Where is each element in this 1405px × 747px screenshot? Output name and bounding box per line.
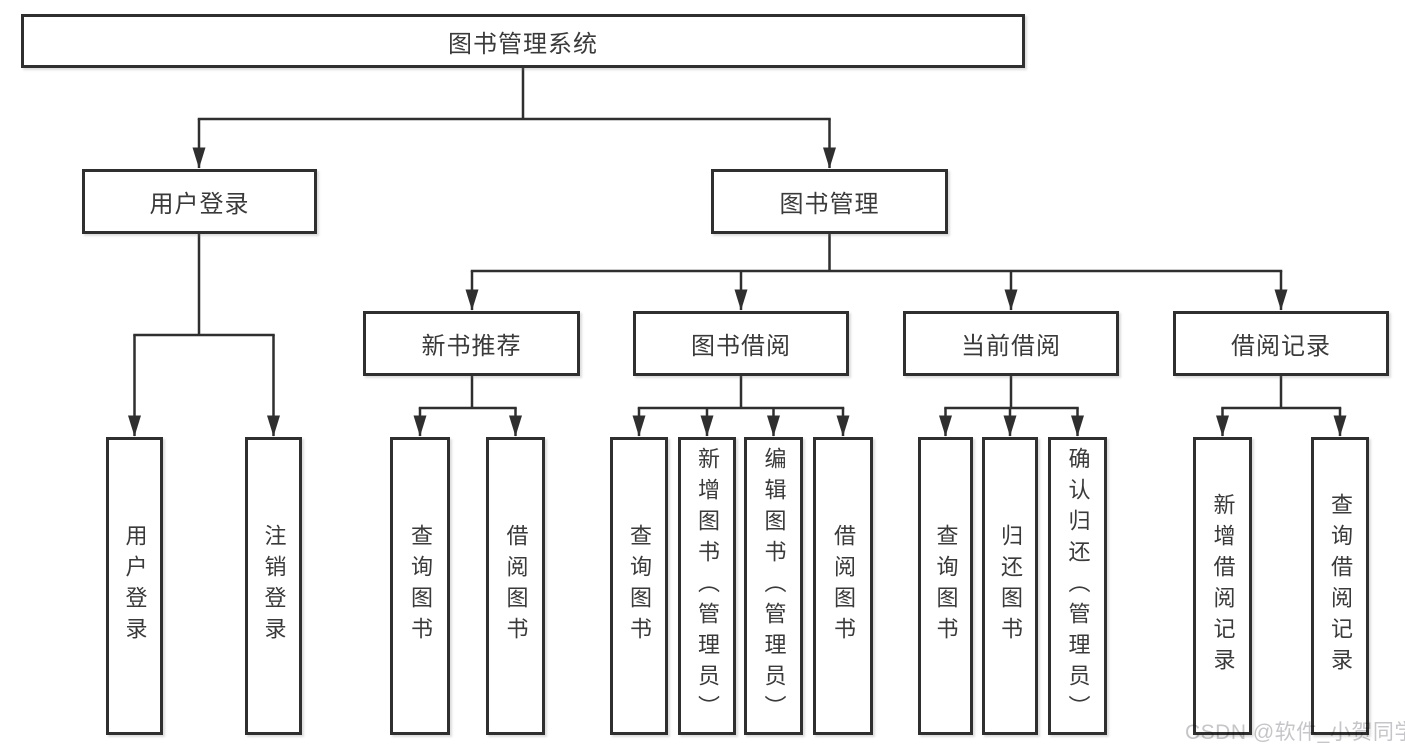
leaf-confirm-return-admin: 确认归还（管理员）	[1048, 437, 1107, 735]
node-current-borrowing: 当前借阅	[903, 311, 1119, 376]
leaf-borrow-books: 借阅图书	[813, 437, 873, 735]
leaf-logout-label: 注销登录	[261, 524, 287, 648]
leaf-query-borrow-record-label: 查询借阅记录	[1328, 493, 1353, 679]
leaf-edit-book-admin-label: 编辑图书（管理员）	[761, 446, 787, 726]
node-borrowing-records: 借阅记录	[1173, 311, 1389, 376]
leaf-borrow-books-recommend-label: 借阅图书	[503, 524, 529, 648]
leaf-borrow-books-label: 借阅图书	[831, 524, 856, 648]
node-book-management-branch: 图书管理	[711, 169, 948, 234]
node-new-book-recommendation: 新书推荐	[363, 311, 580, 376]
leaf-query-books-borrow: 查询图书	[610, 437, 668, 735]
leaf-query-books-recommend-label: 查询图书	[408, 524, 433, 648]
leaf-return-book: 归还图书	[982, 437, 1038, 735]
leaf-query-borrow-record: 查询借阅记录	[1311, 437, 1369, 735]
csdn-watermark: CSDN @软件_小贺同学	[1185, 721, 1405, 744]
leaf-add-borrow-record: 新增借阅记录	[1193, 437, 1252, 735]
leaf-user-login: 用户登录	[106, 437, 163, 735]
leaf-add-book-admin-label: 新增图书（管理员）	[695, 446, 720, 726]
leaf-query-books-current: 查询图书	[918, 437, 973, 735]
tree-branch-lines	[133, 68, 1342, 410]
leaf-borrow-books-recommend: 借阅图书	[486, 437, 545, 735]
leaf-edit-book-admin: 编辑图书（管理员）	[744, 437, 803, 735]
leaf-query-books-borrow-label: 查询图书	[627, 524, 652, 648]
arrow-connectors	[128, 119, 1347, 437]
leaf-add-book-admin: 新增图书（管理员）	[678, 437, 736, 735]
node-library-management-system: 图书管理系统	[21, 14, 1025, 68]
node-user-login-branch: 用户登录	[82, 169, 317, 234]
leaf-add-borrow-record-label: 新增借阅记录	[1210, 493, 1236, 679]
node-book-borrowing: 图书借阅	[633, 311, 849, 376]
leaf-confirm-return-admin-label: 确认归还（管理员）	[1065, 446, 1091, 726]
leaf-return-book-label: 归还图书	[998, 524, 1023, 648]
leaf-query-books-current-label: 查询图书	[933, 524, 959, 648]
leaf-query-books-recommend: 查询图书	[390, 437, 450, 735]
leaf-user-login-label: 用户登录	[122, 524, 148, 648]
leaf-logout: 注销登录	[245, 437, 302, 735]
